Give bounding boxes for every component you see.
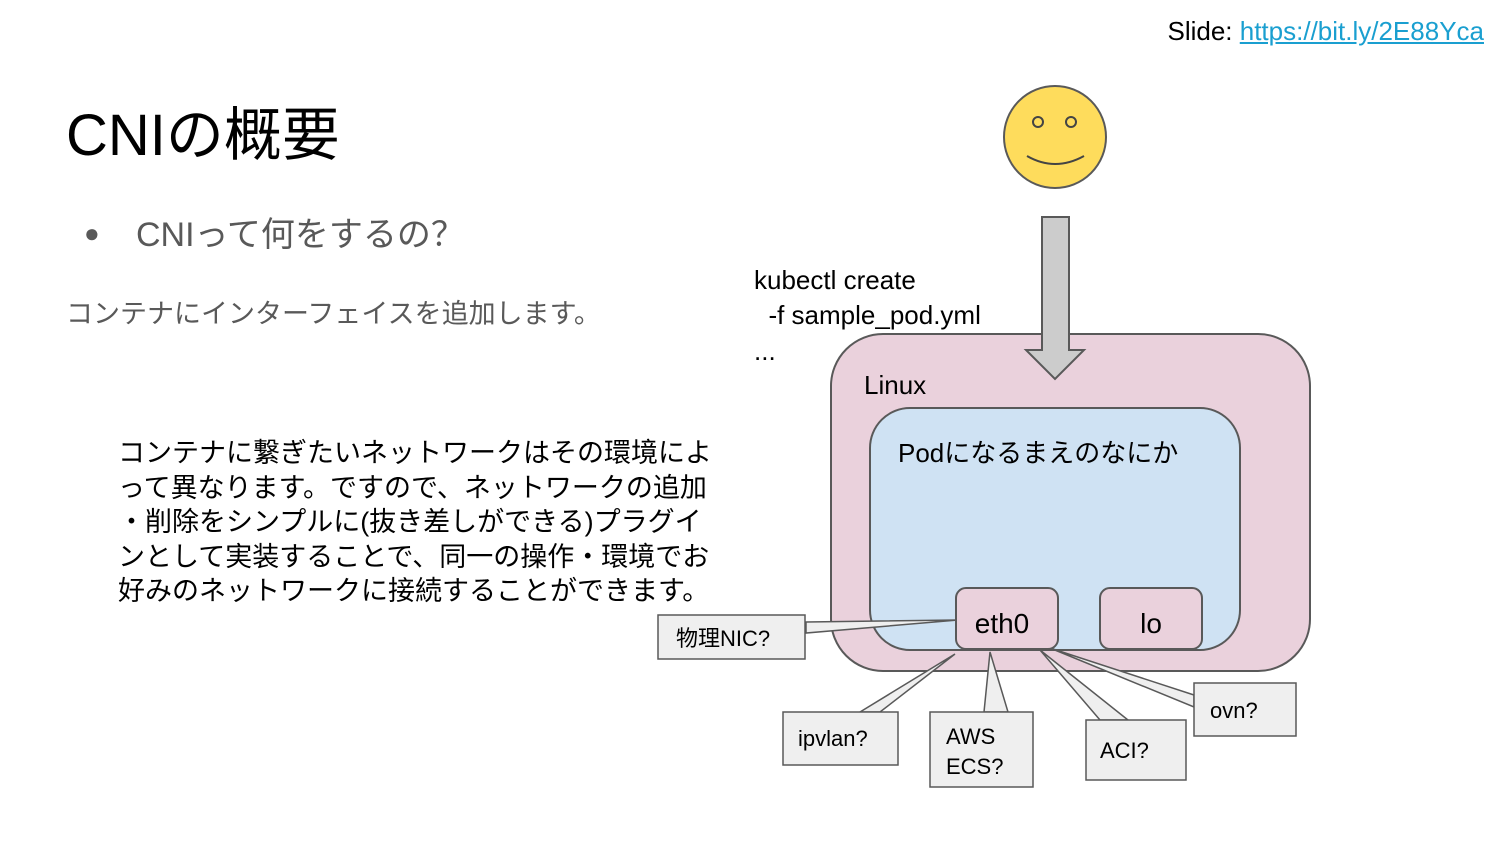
smiley-icon — [1003, 85, 1107, 189]
subtitle: コンテナにインターフェイスを追加します。 — [66, 299, 601, 329]
lo-label: lo — [1140, 608, 1162, 639]
smiley-right-eye — [1065, 116, 1077, 128]
paragraph-line: ・削除をシンプルに(抜き差しができる)プラグイ — [118, 507, 702, 538]
slide-link-prefix: Slide: — [1167, 16, 1240, 46]
linux-label: Linux — [864, 370, 926, 400]
callout-aws-ecs — [929, 711, 1034, 788]
command-line: -f sample_pod.yml — [754, 300, 981, 331]
paragraph-line: ンとして実装することで、同一の操作・環境でお — [118, 541, 710, 572]
paragraph-line: コンテナに繋ぎたいネットワークはその環境によ — [118, 438, 712, 468]
callout-ovn-label: ovn? — [1210, 698, 1258, 723]
callout-physical-nic — [657, 614, 806, 660]
paragraph-line: 好みのネットワークに接続することができます。 — [118, 576, 710, 607]
paragraph-line: って異なります。ですので、ネットワークの追加 — [118, 472, 707, 503]
explanation-paragraph: コンテナに繋ぎたいネットワークはその環境によ って異なります。ですので、ネットワ… — [118, 436, 778, 609]
callout-aci-label: ACI? — [1100, 738, 1149, 763]
callout-ecs-label: ECS? — [946, 754, 1003, 779]
eth0-box — [955, 587, 1059, 650]
kubectl-command: kubectl create -f sample_pod.yml ... — [754, 263, 981, 369]
smiley-left-eye — [1032, 116, 1044, 128]
callout-ipvlan-label: ipvlan? — [798, 726, 868, 751]
smiley-mouth — [1026, 155, 1085, 165]
bullet-item: ● CNIって何をするの？ — [84, 207, 465, 256]
down-arrow — [1023, 216, 1087, 381]
pod-label: Podになるまえのなにか — [898, 438, 1178, 468]
slide-link-line: Slide: https://bit.ly/2E88Yca — [1167, 16, 1484, 47]
callout-aci — [1085, 719, 1187, 781]
eth0-label: eth0 — [975, 608, 1030, 639]
callout-ovn — [1193, 682, 1297, 737]
bullet-text: CNIって何をするの？ — [136, 216, 465, 254]
bullet-marker: ● — [84, 217, 100, 248]
slide-link[interactable]: https://bit.ly/2E88Yca — [1239, 16, 1484, 46]
callout-pointer-physical-nic — [805, 619, 959, 634]
smiley-face — [1003, 85, 1107, 189]
command-line: kubectl create — [754, 265, 916, 295]
callout-aws-label: AWS — [946, 724, 995, 749]
lo-box — [1099, 587, 1203, 650]
callout-ipvlan — [782, 711, 899, 766]
page-title: CNIの概要 — [66, 103, 340, 168]
callout-physical-nic-label: 物理NIC? — [676, 626, 770, 651]
command-line: ... — [754, 335, 776, 366]
